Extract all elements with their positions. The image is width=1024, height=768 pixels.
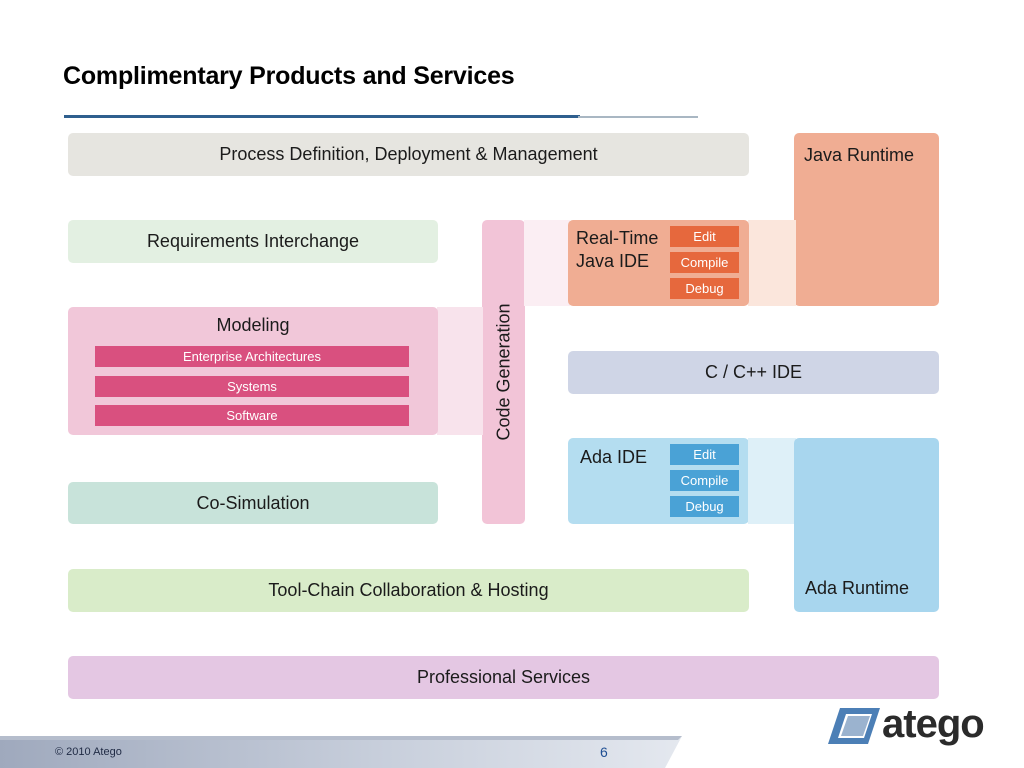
page-number: 6 <box>600 744 608 760</box>
modeling-label: Modeling <box>216 315 290 335</box>
professional-services-block: Professional Services <box>68 656 939 699</box>
ada-compile-chip: Compile <box>670 470 739 491</box>
title-rule <box>64 115 580 118</box>
atego-logo-mark-icon <box>828 708 880 744</box>
ada-runtime-block: Ada Runtime <box>794 438 939 612</box>
c-cpp-ide-label: C / C++ IDE <box>704 362 803 382</box>
process-definition-label: Process Definition, Deployment & Managem… <box>219 144 598 164</box>
page-title: Complimentary Products and Services <box>63 62 515 90</box>
toolchain-collaboration-block: Tool-Chain Collaboration & Hosting <box>68 569 749 612</box>
co-simulation-block: Co-Simulation <box>68 482 438 524</box>
ada-ide-label: Ada IDE <box>580 447 648 467</box>
java-compile-chip: Compile <box>670 252 739 273</box>
process-definition-block: Process Definition, Deployment & Managem… <box>68 133 749 176</box>
requirements-interchange-label: Requirements Interchange <box>146 231 360 251</box>
requirements-interchange-block: Requirements Interchange <box>68 220 438 263</box>
modeling-item-systems: Systems <box>95 376 409 397</box>
atego-logo-text: atego <box>882 702 985 746</box>
footer-band <box>0 736 682 768</box>
ada-connector <box>748 438 796 524</box>
atego-logo: atego <box>826 702 1006 750</box>
realtime-connector <box>524 220 570 306</box>
c-cpp-ide-block: C / C++ IDE <box>568 351 939 394</box>
ada-edit-chip: Edit <box>670 444 739 465</box>
java-runtime-label: Java Runtime <box>804 145 915 165</box>
professional-services-label: Professional Services <box>416 667 591 687</box>
code-generation-label: Code Generation <box>493 303 513 441</box>
ada-runtime-label: Ada Runtime <box>805 578 910 598</box>
modeling-item-enterprise-architectures: Enterprise Architectures <box>95 346 409 367</box>
toolchain-collaboration-label: Tool-Chain Collaboration & Hosting <box>268 580 549 600</box>
realtime-java-ide-label-line1: Real-Time <box>576 228 659 248</box>
java-debug-chip: Debug <box>670 278 739 299</box>
co-simulation-label: Co-Simulation <box>196 492 310 513</box>
java-connector <box>748 220 796 306</box>
modeling-item-software: Software <box>95 405 409 426</box>
java-runtime-block: Java Runtime <box>794 133 939 306</box>
ada-debug-chip: Debug <box>670 496 739 517</box>
realtime-java-ide-label-line2: Java IDE <box>576 251 650 271</box>
title-rule-accent <box>578 116 698 118</box>
code-generation-block: Code Generation <box>482 220 525 524</box>
modeling-connector <box>437 307 483 435</box>
footer-copyright: © 2010 Atego <box>55 746 122 758</box>
java-edit-chip: Edit <box>670 226 739 247</box>
